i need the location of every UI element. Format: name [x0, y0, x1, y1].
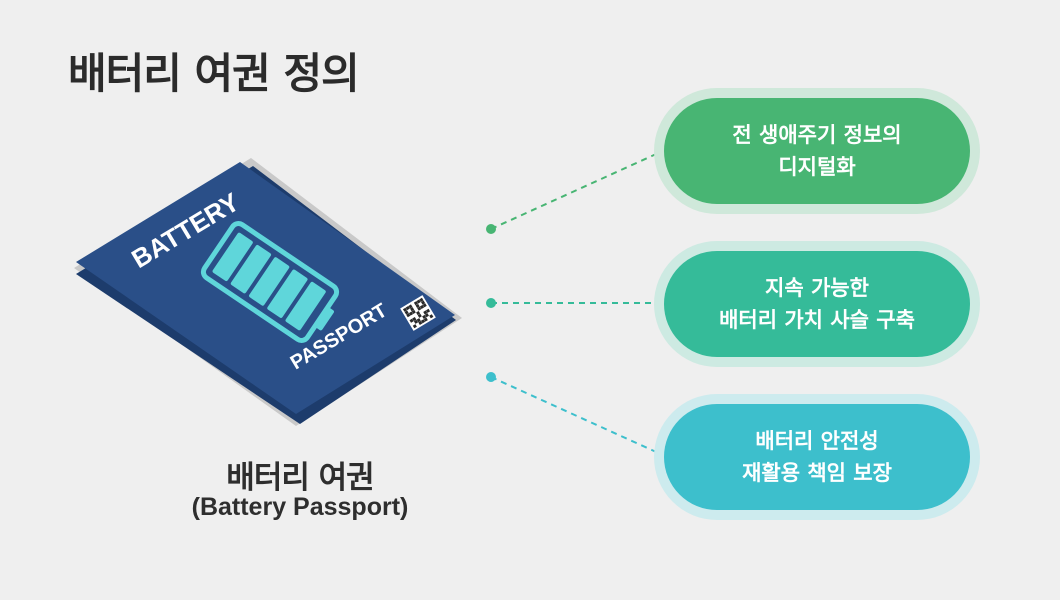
qr-cell: [419, 297, 424, 302]
item-2-line-1: 지속 가능한: [765, 276, 869, 300]
connector-dot-3: [486, 372, 496, 382]
qr-cell: [416, 299, 421, 304]
item-pill-1-body: 전 생애주기 정보의 디지털화: [664, 98, 970, 204]
connector-dot-1: [486, 224, 496, 234]
item-1-line-2: 디지털화: [778, 155, 856, 179]
item-pill-3: 배터리 안전성 재활용 책임 보장: [654, 394, 980, 520]
qr-code-icon: [400, 295, 436, 331]
qr-cell: [409, 318, 414, 323]
battery-cell: [230, 244, 272, 294]
battery-cell: [212, 232, 253, 281]
battery-cell: [249, 257, 290, 306]
connector-lines: [486, 149, 666, 457]
qr-cell: [413, 319, 419, 324]
qr-cell: [408, 304, 413, 309]
item-3-line-1: 배터리 안전성: [755, 429, 879, 453]
qr-cell: [416, 318, 421, 323]
qr-cell: [408, 311, 414, 316]
qr-cell: [410, 307, 415, 312]
qr-cell: [413, 301, 418, 306]
item-pill-1: 전 생애주기 정보의 디지털화: [654, 88, 980, 214]
qr-cell: [412, 317, 417, 322]
qr-cell: [424, 313, 429, 318]
qr-cell: [415, 303, 420, 308]
item-1-line-1: 전 생애주기 정보의: [732, 123, 902, 147]
qr-cell: [421, 300, 426, 305]
qr-cell: [423, 310, 428, 315]
qr-cell: [429, 314, 434, 319]
battery-cell: [267, 269, 308, 318]
connector-line-3: [490, 376, 666, 457]
qr-cell: [416, 310, 421, 316]
qr-cell: [412, 324, 417, 329]
item-3-line-2: 재활용 책임 보장: [742, 461, 892, 485]
qr-cell: [417, 313, 422, 318]
qr-cell: [422, 314, 427, 319]
qr-cell: [417, 306, 422, 311]
qr-cell: [421, 319, 426, 324]
item-pill-2-body: 지속 가능한 배터리 가치 사슬 구축: [664, 251, 970, 357]
qr-cell: [423, 317, 428, 322]
qr-cell: [419, 304, 425, 310]
qr-cell: [405, 306, 410, 311]
page-title: 배터리 여권 정의: [68, 49, 360, 98]
connector-line-1: [490, 149, 666, 230]
qr-cell: [402, 307, 408, 312]
qr-cell: [425, 308, 431, 313]
connector-dot-2: [486, 298, 496, 308]
passport-caption-english: (Battery Passport): [191, 493, 409, 521]
qr-cell: [418, 320, 423, 325]
battery-cell: [285, 281, 326, 331]
qr-cell: [411, 309, 416, 314]
qr-cell: [406, 313, 411, 318]
item-pill-2: 지속 가능한 배터리 가치 사슬 구축: [654, 241, 980, 367]
item-pill-3-body: 배터리 안전성 재활용 책임 보장: [664, 404, 970, 510]
passport-caption: 배터리 여권: [226, 460, 374, 496]
qr-cell: [422, 303, 427, 308]
qr-cell: [404, 310, 409, 315]
battery-icon: [200, 221, 340, 343]
item-2-line-2: 배터리 가치 사슬 구축: [719, 308, 915, 332]
